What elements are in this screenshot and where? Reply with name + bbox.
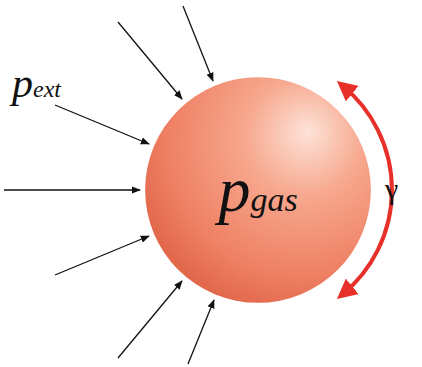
pressure-arrow bbox=[188, 300, 214, 364]
pressure-arrow bbox=[55, 236, 149, 275]
pressure-label: pext bbox=[12, 62, 61, 104]
pressure-arrow bbox=[118, 22, 182, 99]
pressure-arrow bbox=[55, 105, 149, 144]
gas-pressure-label: pgas bbox=[218, 158, 297, 222]
bubble-fill bbox=[145, 77, 371, 303]
gas-bubble: pgas bbox=[144, 76, 372, 304]
surface-tension-label: γ bbox=[385, 174, 398, 204]
pressure-arrow bbox=[4, 189, 140, 190]
pressure-arrow bbox=[118, 281, 182, 358]
pressure-arrow bbox=[183, 6, 213, 81]
